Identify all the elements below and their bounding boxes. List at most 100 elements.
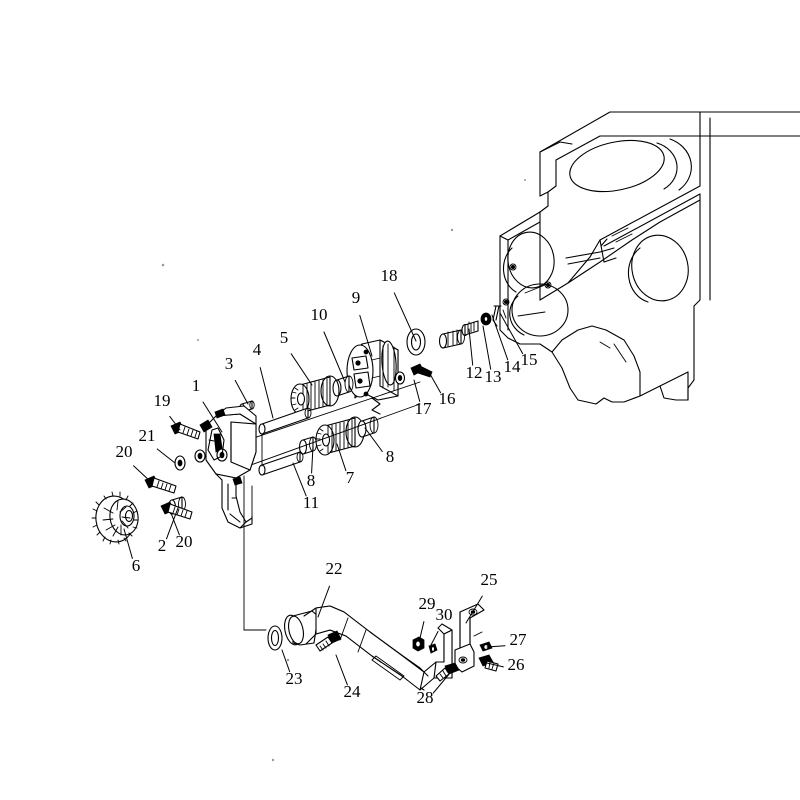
part-22-suction-tube bbox=[284, 605, 453, 691]
part-27-washer bbox=[479, 641, 493, 652]
leader-line bbox=[486, 662, 504, 668]
callout-shaft-long: 4 bbox=[253, 340, 274, 419]
callout-drive-gear: 5 bbox=[280, 328, 313, 386]
callout-number: 9 bbox=[352, 288, 361, 307]
leader-line bbox=[486, 645, 506, 648]
callout-spacer-collar: 8 bbox=[364, 427, 395, 466]
callout-o-ring: 23 bbox=[281, 649, 303, 688]
callout-number: 25 bbox=[481, 570, 498, 589]
callout-number: 20 bbox=[116, 442, 133, 461]
leader-line bbox=[292, 462, 307, 497]
engine-block bbox=[499, 111, 800, 405]
part-30-washer bbox=[428, 643, 438, 654]
callout-bolt: 28 bbox=[417, 672, 451, 707]
leader-line bbox=[482, 325, 492, 370]
relief-valve-parts bbox=[406, 305, 507, 356]
callout-number: 16 bbox=[439, 389, 456, 408]
pump-fasteners bbox=[144, 421, 201, 520]
callout-bolt: 24 bbox=[335, 654, 362, 701]
callout-number: 1 bbox=[192, 376, 201, 395]
callout-split-pin: 14 bbox=[491, 314, 522, 376]
callout-mounting-bracket: 25 bbox=[465, 570, 498, 624]
callout-nut: 29 bbox=[419, 594, 436, 639]
callout-number: 29 bbox=[419, 594, 436, 613]
callout-number: 30 bbox=[436, 605, 453, 624]
callout-number: 26 bbox=[508, 655, 525, 674]
callout-number: 15 bbox=[521, 350, 538, 369]
callout-number: 12 bbox=[466, 363, 483, 382]
leader-line bbox=[359, 314, 373, 357]
leader-line bbox=[170, 512, 180, 536]
callout-number: 8 bbox=[307, 471, 316, 490]
part-20a-bolt bbox=[144, 475, 177, 494]
leader-line bbox=[234, 379, 249, 405]
part-11-shaft bbox=[258, 451, 304, 476]
part-5-drive-gear bbox=[290, 375, 340, 415]
callout-bolt: 26 bbox=[486, 655, 525, 674]
leader-line bbox=[317, 585, 330, 618]
callout-dowel-pin: 11 bbox=[292, 462, 319, 512]
part-13-ball bbox=[480, 312, 492, 326]
callout-number: 17 bbox=[415, 399, 433, 418]
callout-number: 4 bbox=[253, 340, 262, 359]
leader-line bbox=[468, 328, 474, 366]
callout-o-ring: 18 bbox=[381, 266, 417, 342]
callout-washer: 30 bbox=[430, 605, 453, 646]
leader-line bbox=[336, 443, 347, 472]
leader-line bbox=[166, 507, 179, 540]
callout-number: 21 bbox=[139, 426, 156, 445]
callout-number: 13 bbox=[485, 367, 502, 386]
part-12b-coil bbox=[461, 320, 479, 337]
callout-dowel-pin-short: 3 bbox=[225, 354, 249, 405]
callout-number: 19 bbox=[154, 391, 171, 410]
callout-plug: 15 bbox=[499, 312, 538, 369]
callout-number: 8 bbox=[386, 447, 395, 466]
callout-number: 14 bbox=[504, 357, 522, 376]
leader-line bbox=[281, 649, 291, 673]
part-24-bolt bbox=[315, 630, 342, 652]
leader-line bbox=[430, 631, 439, 646]
drive-sprocket-assembly bbox=[91, 491, 186, 545]
suction-tube-assembly bbox=[267, 603, 499, 691]
leader-line bbox=[364, 427, 383, 452]
callout-oil-pump-cover: 9 bbox=[352, 288, 373, 357]
callout-coil-spring: 12 bbox=[466, 328, 483, 382]
part-19-bolt bbox=[170, 421, 201, 440]
assembly-guide-lines bbox=[243, 475, 267, 631]
part-20b-bolt bbox=[160, 501, 193, 520]
leader-line bbox=[169, 415, 181, 431]
callout-bolt: 20 bbox=[116, 442, 152, 483]
leader-line bbox=[133, 465, 152, 483]
part-15-plug bbox=[502, 309, 507, 319]
leader-line bbox=[156, 448, 176, 464]
part-8a-collar bbox=[298, 436, 317, 455]
part-12-spring bbox=[438, 329, 465, 349]
callout-washer: 2 bbox=[158, 507, 179, 555]
callout-number: 23 bbox=[286, 669, 303, 688]
part-29-nut bbox=[412, 636, 425, 652]
leader-line bbox=[311, 445, 314, 474]
callout-bolt: 19 bbox=[154, 391, 181, 431]
callout-drive-sprocket: 6 bbox=[123, 528, 140, 575]
callout-number: 24 bbox=[344, 682, 362, 701]
part-16-bolt bbox=[410, 363, 433, 378]
part-4-shaft bbox=[258, 407, 312, 435]
callout-spacer-collar: 10 bbox=[311, 305, 346, 383]
part-28-bolt bbox=[435, 662, 460, 682]
part-21-washer bbox=[174, 455, 186, 471]
part-7-driven-gear bbox=[315, 416, 365, 456]
leader-line bbox=[290, 353, 313, 386]
leader-line bbox=[259, 367, 274, 419]
callout-number: 2 bbox=[158, 536, 167, 555]
callout-spacer-collar: 8 bbox=[307, 445, 316, 490]
callout-number: 27 bbox=[510, 630, 528, 649]
leader-line bbox=[432, 672, 451, 694]
callout-number: 28 bbox=[417, 688, 434, 707]
leader-line bbox=[393, 292, 417, 342]
scan-specks bbox=[161, 179, 526, 762]
part-17-washer bbox=[394, 371, 406, 385]
callout-bolt: 20 bbox=[170, 512, 193, 551]
leader-line bbox=[491, 314, 509, 361]
leader-line bbox=[123, 528, 133, 559]
